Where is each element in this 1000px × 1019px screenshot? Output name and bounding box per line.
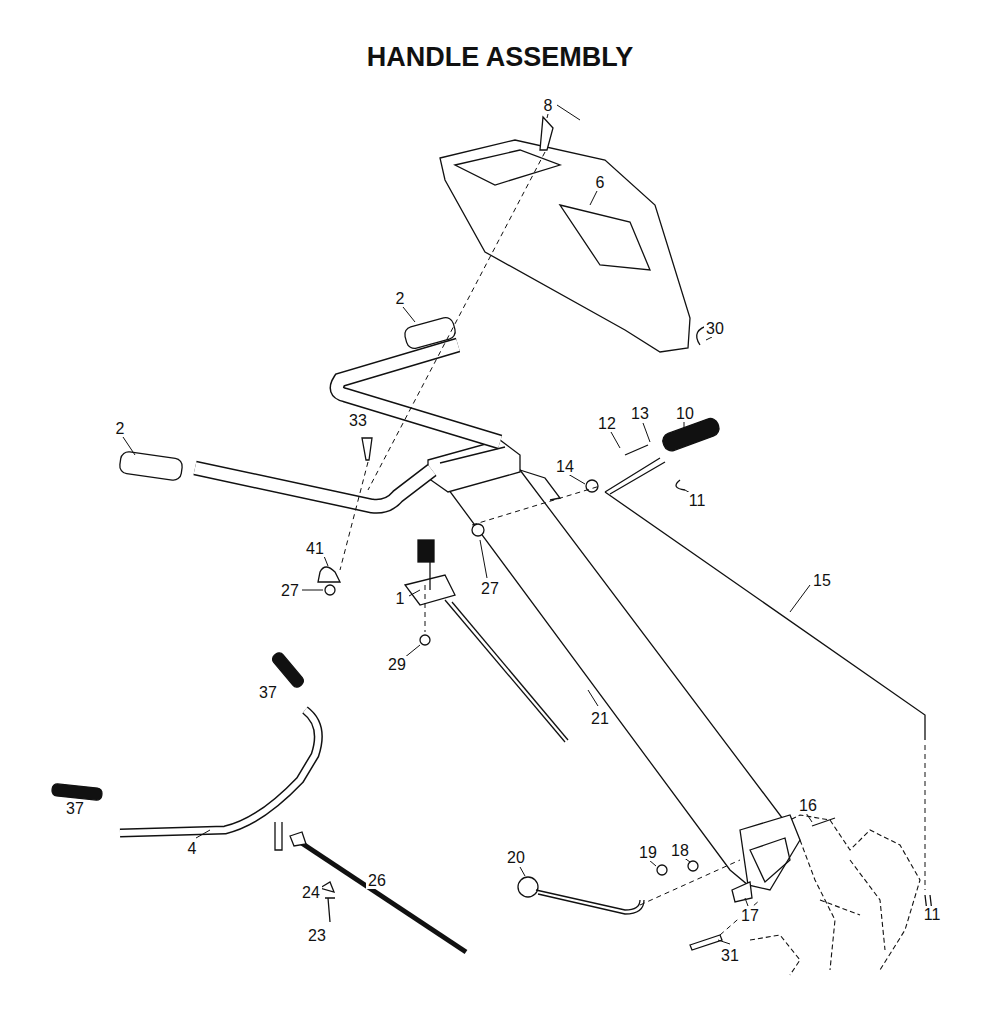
callout-number: 8 [542, 97, 555, 114]
callout-number: 4 [186, 840, 199, 857]
callout-number: 31 [719, 947, 741, 964]
callout-number: 6 [594, 174, 607, 191]
callout-number: 21 [589, 710, 611, 727]
diagram-title: HANDLE ASSEMBLY [0, 42, 1000, 73]
callout-number: 10 [674, 405, 696, 422]
callout-number: 37 [257, 684, 279, 701]
callout-number: 15 [811, 572, 833, 589]
callout-number: 1 [394, 590, 407, 607]
callout-number: 14 [554, 458, 576, 475]
callout-number: 11 [687, 492, 708, 509]
callout-number: 27 [479, 580, 501, 597]
callout-number: 41 [304, 540, 326, 557]
callout-number: 23 [306, 927, 328, 944]
callout-number: 2 [394, 290, 407, 307]
callout-number: 13 [629, 405, 651, 422]
callout-number: 2 [114, 420, 127, 437]
callout-number: 30 [704, 320, 726, 337]
callout-number: 24 [300, 884, 322, 901]
callout-number: 37 [64, 800, 86, 817]
callout-number: 27 [279, 582, 301, 599]
callout-number: 11 [922, 906, 943, 923]
callout-number: 20 [505, 849, 527, 866]
callout-number: 26 [366, 872, 388, 889]
callout-number: 33 [347, 412, 369, 429]
callout-number: 16 [797, 797, 819, 814]
callout-number: 29 [386, 656, 408, 673]
callout-number: 19 [637, 844, 659, 861]
callout-number: 17 [739, 907, 761, 924]
callout-number: 18 [669, 842, 691, 859]
callout-number: 12 [596, 415, 618, 432]
